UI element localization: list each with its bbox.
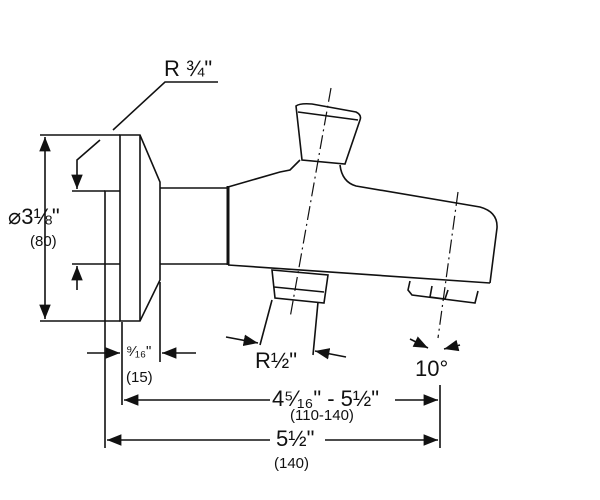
spout-aerator [407,280,479,304]
flange-depth-mm-label: (15) [126,369,153,386]
overall-length-label: 5½" [276,426,315,451]
wall-flange [104,134,161,322]
projection-range-mm-label: (110-140) [290,407,354,424]
diameter-mm-label: (80) [30,233,57,250]
inlet-nut [271,269,329,304]
overall-length-mm-label: (140) [274,455,310,472]
diameter-label: ⌀3⅛" [8,204,60,229]
projection-range-label: 4⁵⁄₁₆" - 5½" [272,386,380,411]
mixer-body [227,159,498,284]
flange-depth-label: ⁹⁄₁₆" [126,343,152,360]
spout-angle-label: 10° [415,356,449,381]
outlet-thread-label: R ¾" [164,56,213,81]
connector-pipe [160,187,228,265]
control-knob [295,102,362,165]
inlet-thread-label: R½" [255,348,298,373]
dimension-lines [39,81,461,448]
